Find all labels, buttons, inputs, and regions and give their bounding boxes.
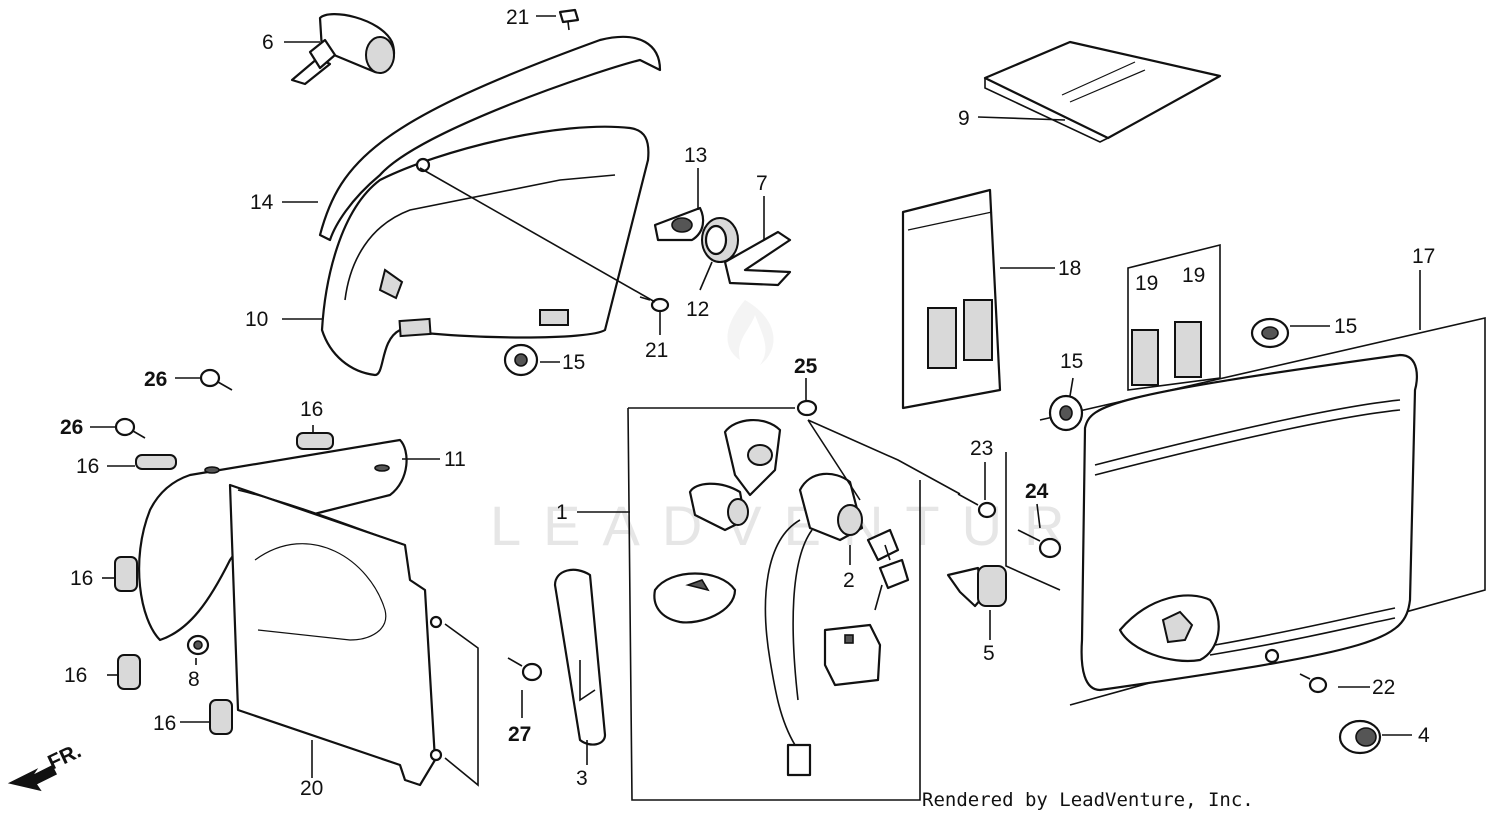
callout-26b: 26 — [60, 416, 83, 439]
part-16-cushion-c — [114, 556, 138, 592]
callout-8: 8 — [188, 668, 200, 691]
callout-2: 2 — [843, 569, 855, 592]
part-22-bolt — [1299, 673, 1328, 694]
part-15-grommet-b — [1048, 394, 1084, 432]
part-21-screw-mid — [639, 296, 670, 313]
part-4-grommet — [1338, 719, 1382, 755]
callout-14: 14 — [250, 191, 274, 214]
callout-22: 22 — [1372, 676, 1395, 699]
part-12-seal — [701, 217, 739, 263]
part-7-clip — [723, 230, 792, 287]
callout-13: 13 — [684, 144, 707, 167]
callout-3: 3 — [576, 767, 588, 790]
part-19-stickers — [1127, 243, 1221, 391]
callout-6: 6 — [262, 31, 274, 54]
callout-18: 18 — [1058, 257, 1081, 280]
callout-11: 11 — [444, 448, 466, 471]
callout-19a: 19 — [1135, 272, 1158, 295]
callout-24: 24 — [1025, 480, 1049, 503]
part-16-cushion-a — [296, 432, 334, 450]
callout-10: 10 — [245, 308, 268, 331]
part-9-document-pouch — [983, 40, 1222, 143]
part-18-document-bag — [901, 188, 1002, 410]
part-26-bolt-a — [199, 368, 233, 391]
callout-16d: 16 — [64, 664, 87, 687]
callout-16b: 16 — [76, 455, 99, 478]
callout-12: 12 — [686, 298, 709, 321]
callout-20: 20 — [300, 777, 323, 800]
part-6-lock-cylinder — [290, 13, 396, 86]
callout-21: 21 — [506, 6, 529, 29]
watermark-logo — [727, 300, 774, 365]
leader-lines — [90, 15, 1421, 787]
callout-16c: 16 — [70, 567, 93, 590]
part-23-bolt — [957, 493, 997, 519]
callout-5: 5 — [983, 642, 995, 665]
callout-25: 25 — [794, 355, 818, 378]
callout-15b: 15 — [1060, 350, 1083, 373]
part-20-side-panel — [228, 483, 443, 787]
callout-9: 9 — [958, 107, 970, 130]
credit-text: Rendered by LeadVenture, Inc. — [922, 789, 1254, 811]
callout-26a: 26 — [144, 368, 167, 391]
callout-21b: 21 — [645, 339, 668, 362]
callout-1: 1 — [556, 501, 568, 524]
part-15-grommet-a — [1250, 317, 1290, 349]
part-3-stay — [553, 568, 607, 746]
part-25-washer — [796, 399, 818, 417]
part-13-plate — [653, 206, 705, 242]
part-16-cushion-e — [209, 699, 233, 735]
front-arrow: FR. — [7, 739, 85, 792]
part-16-cushion-d — [117, 654, 141, 690]
callout-15a: 15 — [1334, 315, 1357, 338]
part-24-bolt — [1017, 529, 1062, 559]
part-17-side-cover-right — [1039, 316, 1486, 706]
callout-17: 17 — [1412, 245, 1435, 268]
part-8-grommet — [186, 634, 210, 656]
part-11-inner-fender — [138, 438, 408, 642]
part-16-cushion-b — [135, 454, 177, 470]
callout-23: 23 — [970, 437, 993, 460]
callout-16a: 16 — [300, 398, 323, 421]
callout-19b: 19 — [1182, 264, 1205, 287]
part-14-side-cover-trim — [318, 35, 662, 242]
part-21-screw-top — [558, 8, 580, 31]
part-1-key-set — [627, 407, 921, 801]
part-26-bolt-b — [114, 417, 146, 439]
callout-4: 4 — [1418, 724, 1430, 747]
callout-7: 7 — [756, 172, 768, 195]
part-27-bolt — [507, 657, 543, 682]
part-5-key — [946, 565, 1007, 608]
callout-16e: 16 — [153, 712, 176, 735]
part-15-grommet-c — [503, 343, 539, 377]
callout-15c: 15 — [562, 351, 585, 374]
callout-labels: 6 21 9 14 13 7 12 21 10 15 18 19 19 17 1… — [60, 6, 1435, 800]
part-10-side-cover-left — [320, 125, 650, 377]
callout-27: 27 — [508, 723, 531, 746]
